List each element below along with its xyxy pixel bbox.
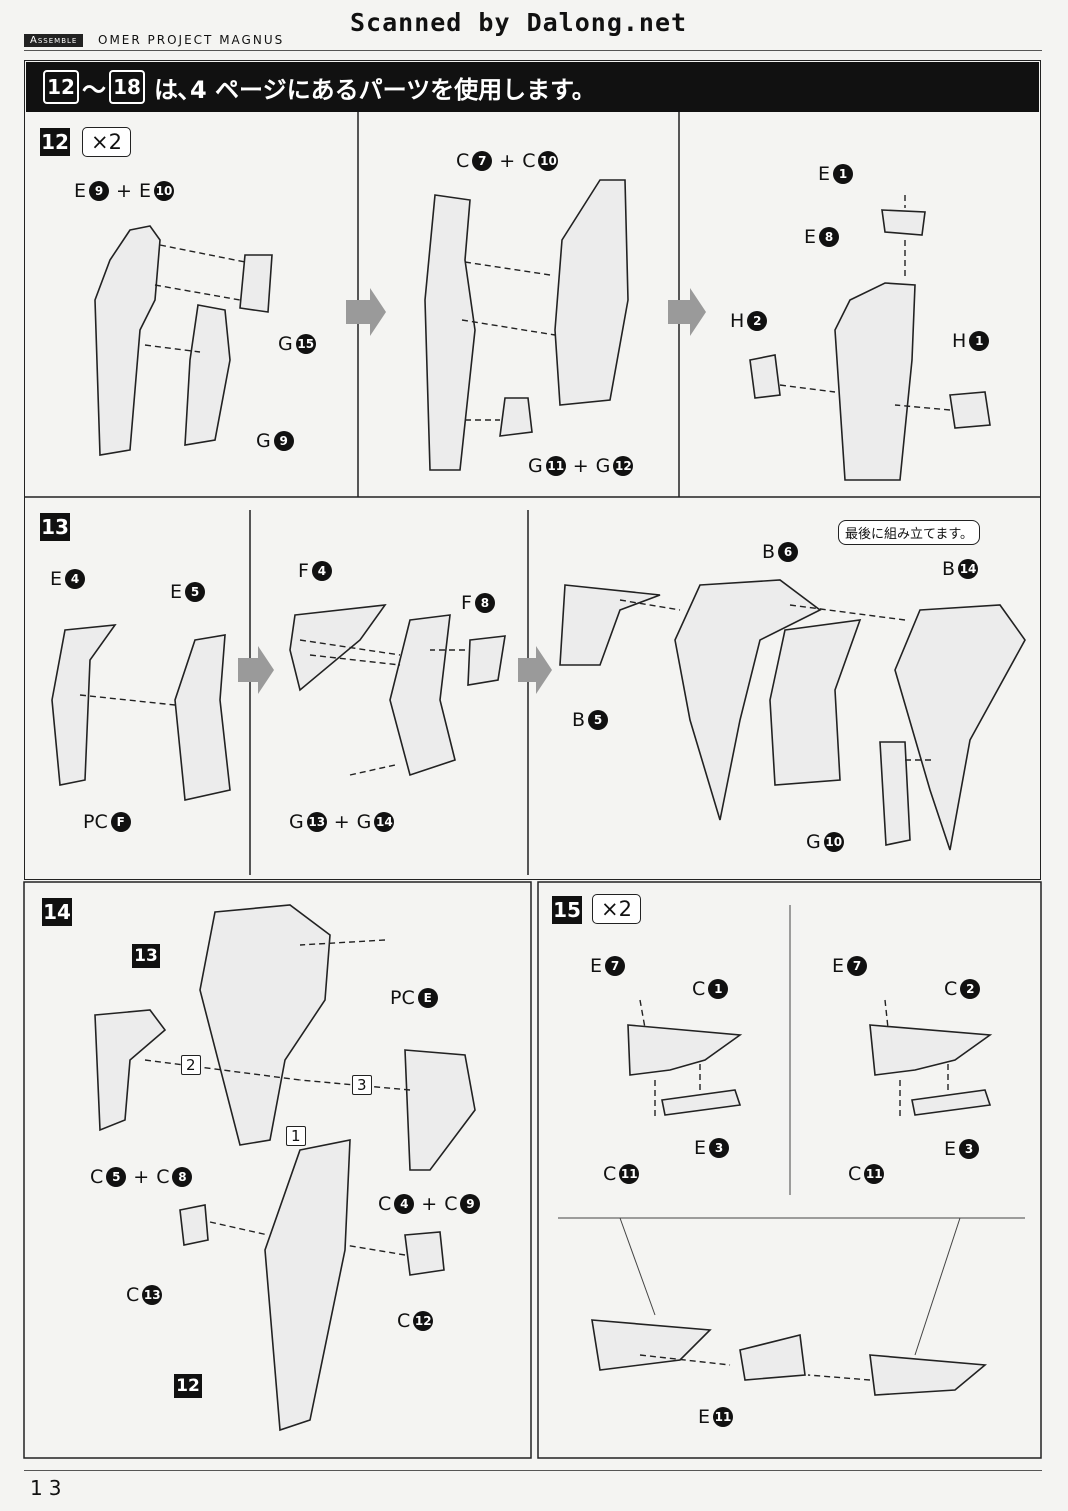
page-number: 13 [30,1476,68,1500]
step-12-multiplier: ×2 [82,127,131,157]
footer-rule [24,1470,1042,1471]
ref-step-13: 13 [132,944,160,968]
ref-step-12: 12 [174,1374,202,1398]
parts-banner: 12 〜 18 は､4 ページにあるパーツを使用します。 [26,62,1039,112]
banner-step-to: 18 [109,70,145,104]
order-2: 2 [181,1055,201,1075]
step-12-number: 12 [40,128,70,156]
step-15-number: 15 [552,896,582,924]
scan-credit: Scanned by Dalong.net [350,8,688,37]
header-rule [24,50,1042,51]
step-15-multiplier: ×2 [592,894,641,924]
assemble-tag: Assemble [24,34,84,47]
project-title: OMER PROJECT MAGNUS [98,33,285,47]
step-14-number: 14 [42,898,72,926]
assemble-last-note: 最後に組み立てます。 [838,520,981,545]
upper-frame [24,60,1041,880]
order-3: 3 [352,1075,372,1095]
banner-text: は､4 ページにあるパーツを使用します。 [154,75,596,104]
step-13-number: 13 [40,513,70,541]
banner-tilde: 〜 [82,75,106,104]
order-1: 1 [286,1126,306,1146]
banner-step-from: 12 [43,70,79,104]
